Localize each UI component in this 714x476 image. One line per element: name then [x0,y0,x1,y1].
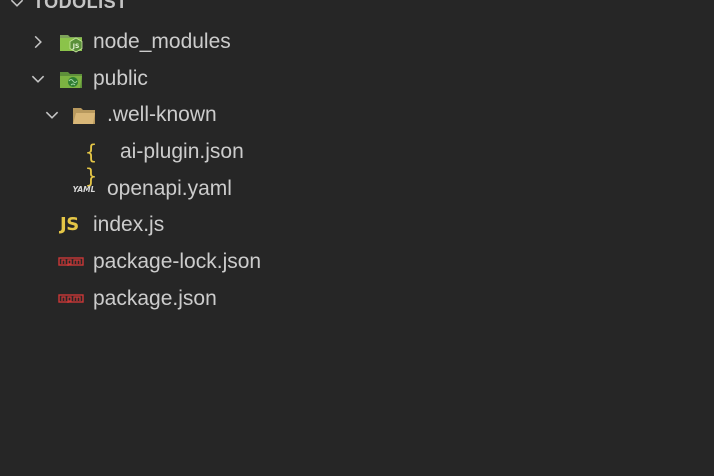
tree-item-package-lock-json[interactable]: package-lock.json [0,244,714,280]
tree-item-label: ai-plugin.json [120,140,244,163]
svg-text:YAML: YAML [73,185,96,194]
npm-icon [58,257,84,266]
chevron-right-icon [34,35,42,49]
tree-item-index-js[interactable]: JS index.js [0,207,714,243]
tree-item-label: index.js [93,213,165,236]
tree-item-ai-plugin-json[interactable]: { } ai-plugin.json [0,134,714,188]
folder-node-icon: JS [60,35,83,53]
tree-item-package-json[interactable]: package.json [0,281,714,317]
tree-item-label: node_modules [93,30,231,53]
workspace-title: TODOLIST [33,0,128,12]
tree-item-label: public [93,67,148,90]
tree-item-well-known[interactable]: .well-known [0,97,714,133]
tree-item-public[interactable]: public [0,61,714,97]
npm-icon [58,294,84,303]
javascript-icon: JS [60,214,79,235]
yaml-icon: YAML [73,185,96,194]
tree-item-label: openapi.yaml [107,177,232,200]
tree-item-node-modules[interactable]: JS node_modules [0,24,714,60]
json-icon: { } [85,140,100,188]
folder-public-icon [60,72,82,88]
tree-item-label: package-lock.json [93,250,262,273]
folder-open-icon [73,108,95,124]
chevron-down-icon [45,111,59,119]
tree-item-openapi-yaml[interactable]: YAML openapi.yaml [0,171,714,207]
chevron-down-icon [31,75,45,83]
svg-text:JS: JS [72,43,80,50]
tree-item-label: package.json [93,287,217,310]
tree-item-label: .well-known [107,103,217,126]
chevron-down-icon [10,0,24,7]
